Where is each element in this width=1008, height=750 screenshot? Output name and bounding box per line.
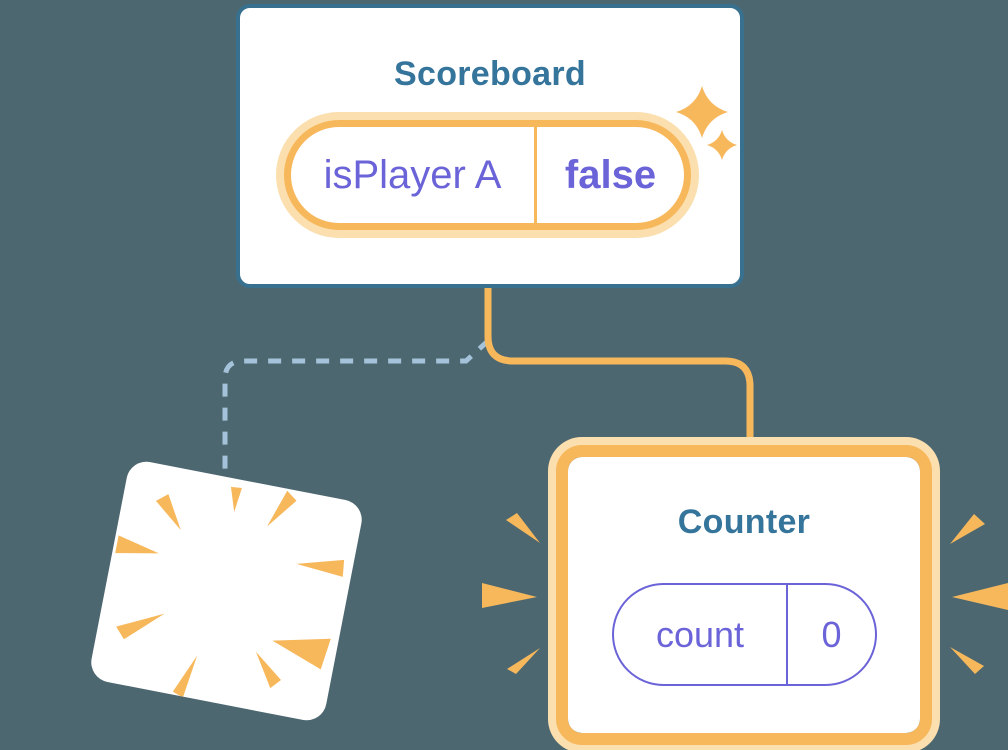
poof-burst-icon	[115, 486, 345, 698]
state-value-cell: false	[537, 127, 684, 223]
state-value: false	[564, 152, 657, 197]
counter-title: Counter	[677, 503, 811, 541]
counter-card: Counter count 0	[556, 445, 932, 745]
pill-divider	[534, 127, 537, 223]
counter-state-pill: count 0	[612, 583, 877, 686]
state-key-cell: isPlayer A	[291, 127, 534, 223]
scoreboard-card: Scoreboard isPlayer A false	[236, 4, 744, 288]
pill-divider	[786, 585, 788, 684]
state-key: isPlayer A	[323, 152, 502, 197]
connector-solid	[484, 283, 754, 452]
state-value: 0	[821, 613, 842, 655]
state-key: count	[655, 613, 745, 655]
sparkles-icon	[676, 86, 737, 160]
connector-dashed	[222, 338, 491, 470]
state-value-cell: 0	[788, 585, 875, 684]
destroyed-component-card	[87, 458, 366, 724]
scoreboard-title: Scoreboard	[394, 55, 586, 93]
state-key-cell: count	[614, 585, 786, 684]
scoreboard-state-pill: isPlayer A false	[284, 120, 691, 230]
